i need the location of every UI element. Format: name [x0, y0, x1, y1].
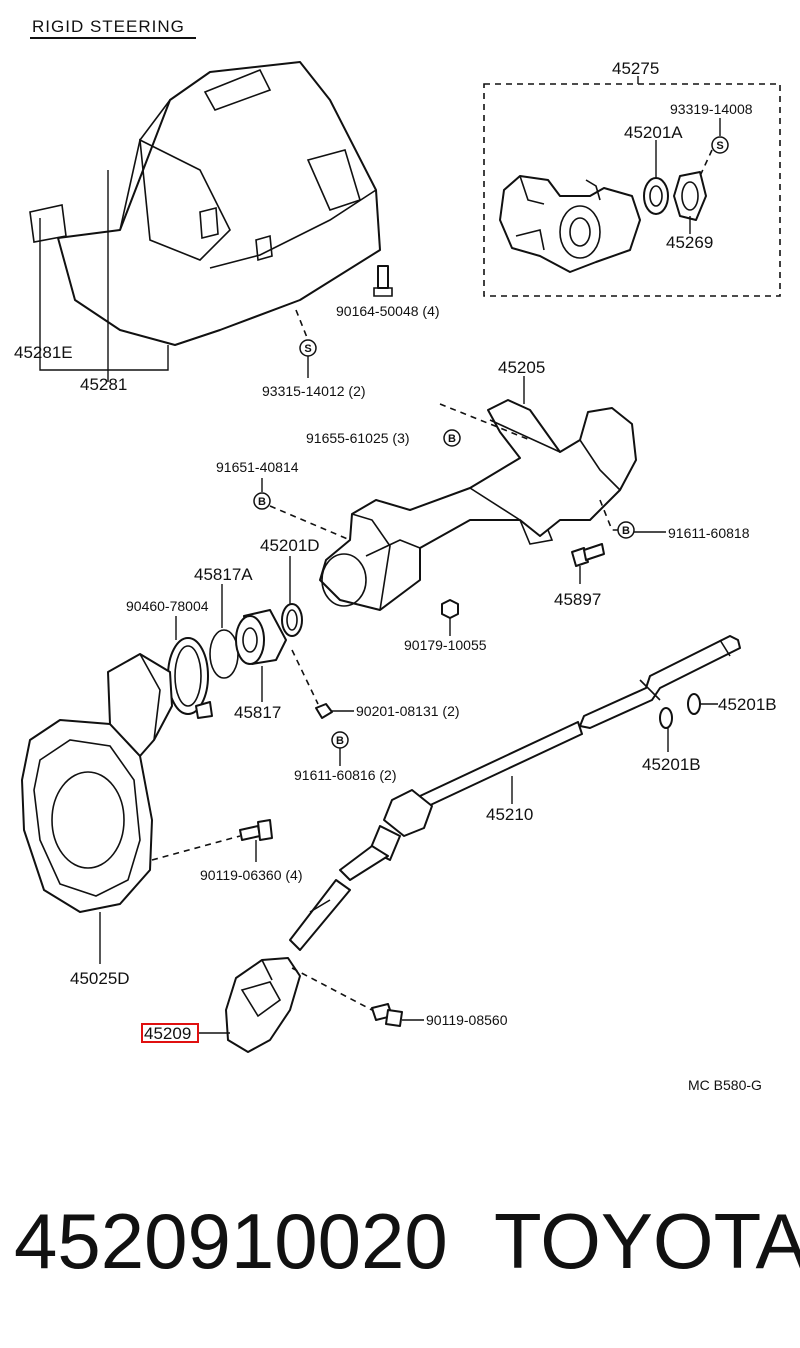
- b-symbol-icon: [617, 521, 635, 539]
- dash-90119-08560: [291, 967, 373, 1011]
- column-tube-drawing: [319, 399, 637, 611]
- diagram-title: RIGID STEERING: [32, 17, 185, 36]
- label-45201A[interactable]: 45201A: [624, 123, 683, 142]
- dash-90201: [291, 649, 319, 705]
- b-symbol-text: B: [258, 496, 266, 508]
- nut-90179-drawing: [441, 599, 459, 619]
- hole-cover-45025D-drawing: [21, 653, 173, 913]
- retainer-45269-drawing: [673, 171, 707, 221]
- b-symbol-icon: [253, 492, 271, 510]
- label-93315-14012[interactable]: 93315-14012 (2): [262, 383, 366, 399]
- label-45205[interactable]: 45205: [498, 358, 545, 377]
- label-45269[interactable]: 45269: [666, 233, 713, 252]
- footer-brand: TOYOTA: [494, 1197, 800, 1285]
- label-90119-08560[interactable]: 90119-08560: [426, 1012, 508, 1028]
- label-45201B-lower[interactable]: 45201B: [642, 755, 701, 774]
- leader-45281E: [39, 218, 169, 371]
- label-45209[interactable]: 45209: [144, 1024, 191, 1043]
- label-45025D[interactable]: 45025D: [70, 969, 130, 988]
- lock-assembly-box: [483, 83, 781, 297]
- label-45817A[interactable]: 45817A: [194, 565, 253, 584]
- label-91651-40814[interactable]: 91651-40814: [216, 459, 299, 475]
- lock-housing-drawing: [499, 175, 641, 273]
- s-symbol-icon: [711, 136, 729, 154]
- label-90179-10055[interactable]: 90179-10055: [404, 637, 487, 653]
- label-45281[interactable]: 45281: [80, 375, 127, 394]
- dash-93319: [699, 149, 713, 177]
- label-45201D[interactable]: 45201D: [260, 536, 320, 555]
- label-45275[interactable]: 45275: [612, 59, 659, 78]
- b-symbol-icon: [443, 429, 461, 447]
- snap-ring-45201B-upper-drawing: [687, 693, 701, 715]
- label-45201B-upper[interactable]: 45201B: [718, 695, 777, 714]
- label-45281E[interactable]: 45281E: [14, 343, 73, 362]
- column-cover-drawing: [29, 61, 381, 346]
- bolt-90119-06360-drawing: [239, 819, 273, 841]
- o-ring-45817A-drawing: [209, 629, 239, 679]
- label-91611-60818[interactable]: 91611-60818: [668, 525, 750, 541]
- dash-91651: [269, 505, 351, 541]
- b-symbol-text: B: [336, 735, 344, 747]
- label-91655-61025[interactable]: 91655-61025 (3): [306, 430, 410, 446]
- b-symbol-text: B: [448, 433, 456, 445]
- footer-part-number: 4520910020: [14, 1197, 448, 1285]
- label-90119-06360[interactable]: 90119-06360 (4): [200, 867, 302, 883]
- label-45210[interactable]: 45210: [486, 805, 533, 824]
- label-91611-60816[interactable]: 91611-60816 (2): [294, 767, 396, 783]
- dash-91655: [439, 403, 531, 441]
- dash-93315: [295, 309, 309, 341]
- label-45817[interactable]: 45817: [234, 703, 281, 722]
- label-45897[interactable]: 45897: [554, 590, 601, 609]
- highlight-45209: [141, 1023, 199, 1043]
- label-90460-78004[interactable]: 90460-78004: [126, 598, 209, 614]
- screw-90164-drawing: [373, 265, 393, 297]
- s-symbol-text: S: [304, 343, 311, 355]
- dash-90119-06360: [151, 835, 241, 861]
- bearing-45201A-drawing: [643, 177, 669, 215]
- bushing-45817-drawing: [235, 609, 287, 665]
- clamp-90460-drawing: [167, 637, 213, 719]
- b-symbol-text: B: [622, 525, 630, 537]
- figure-code: MC B580-G: [688, 1077, 762, 1093]
- label-90201-08131[interactable]: 90201-08131 (2): [356, 703, 460, 719]
- s-symbol-text: S: [716, 140, 723, 152]
- screw-90201-drawing: [315, 703, 333, 719]
- label-93319-14008[interactable]: 93319-14008: [670, 101, 753, 117]
- main-shaft-45210-drawing: [419, 635, 741, 809]
- label-90164-50048[interactable]: 90164-50048 (4): [336, 303, 440, 319]
- snap-ring-45201D-drawing: [281, 603, 303, 637]
- intermediate-shaft-drawing: [225, 789, 433, 1053]
- bolt-45897-drawing: [571, 543, 605, 567]
- bolt-90119-08560-drawing: [371, 1003, 403, 1027]
- snap-ring-45201B-lower-drawing: [659, 707, 673, 729]
